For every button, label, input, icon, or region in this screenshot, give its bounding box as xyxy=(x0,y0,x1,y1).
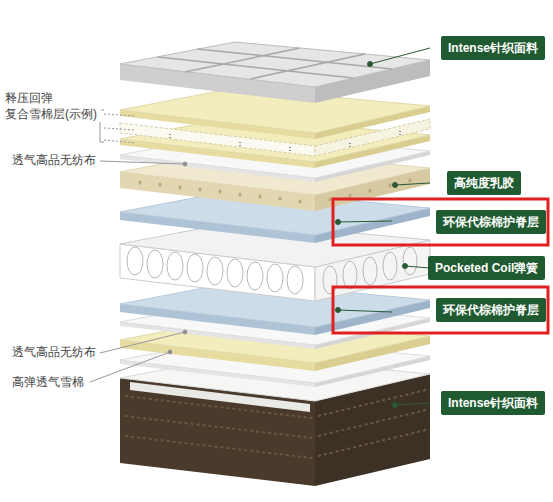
label-box: Pocketed Coil弹簧 xyxy=(428,256,545,280)
top-knit-layer-part xyxy=(158,48,392,79)
label-text: Intense针织面料 xyxy=(448,396,538,410)
top-knit-layer-part xyxy=(120,42,430,87)
leader-lines-part xyxy=(393,183,398,188)
label-box: 环保代棕棉护脊层 xyxy=(436,210,546,234)
spring-layer-part-part xyxy=(167,252,183,280)
leader-lines-part xyxy=(403,264,408,269)
spring-layer-part-part xyxy=(403,247,417,275)
layer-label: 释压回弹 复合雪棉层(示例) xyxy=(5,90,101,122)
spring-layer-part-part xyxy=(287,266,303,294)
leader-lines-part xyxy=(395,403,430,405)
spring-layer-part-part xyxy=(227,259,243,287)
leader-lines-part xyxy=(104,140,135,143)
label-box: 高纯度乳胶 xyxy=(447,171,521,195)
label-text: 环保代棕棉护脊层 xyxy=(443,215,539,229)
label-text: 环保代棕棉护脊层 xyxy=(443,303,539,317)
label-box: Intense针织面料 xyxy=(441,391,545,415)
highlight-frame xyxy=(333,199,548,245)
leader-lines-part xyxy=(336,220,341,225)
label-box: Intense针织面料 xyxy=(441,36,545,60)
leader-lines-part xyxy=(183,330,187,334)
leader-lines xyxy=(336,48,431,408)
leader-lines-part xyxy=(104,128,135,130)
leader-lines-part xyxy=(183,162,187,166)
spring-layer-part-part xyxy=(147,250,163,278)
leader-lines-part xyxy=(90,352,170,382)
label-box: 环保代棕棉护脊层 xyxy=(436,298,546,322)
highlight-frame xyxy=(333,287,548,333)
base-layer-part xyxy=(125,390,426,458)
layer-label: 透气高品无纺布 xyxy=(12,344,96,360)
leader-lines-part xyxy=(100,332,185,353)
spring-layer-part-part xyxy=(343,261,357,289)
label-text: Intense针织面料 xyxy=(448,41,538,55)
spring-layer-part-part xyxy=(187,254,203,282)
spring-layer-part-part xyxy=(127,247,143,275)
spring-layer-part-part xyxy=(323,266,337,294)
leader-lines-part xyxy=(368,62,373,67)
leader-lines-part xyxy=(393,403,398,408)
label-text: 高纯度乳胶 xyxy=(454,176,514,190)
spring-layer-part-part xyxy=(383,252,397,280)
spring-layer-part-part xyxy=(267,264,283,292)
layer-label: 透气高品无纺布 xyxy=(12,152,96,168)
spring-layer-part-part xyxy=(207,257,223,285)
base-layer-part xyxy=(130,382,310,412)
leader-lines xyxy=(90,110,187,382)
leader-lines-part xyxy=(336,308,341,313)
leader-lines-part xyxy=(338,221,392,222)
leader-lines-part xyxy=(405,266,430,268)
leader-lines-part xyxy=(168,350,172,354)
leader-lines-part xyxy=(338,310,392,312)
leader-lines-part xyxy=(395,183,430,185)
spring-layer-part-part xyxy=(247,262,263,290)
leader-lines-part xyxy=(370,48,430,64)
label-text: Pocketed Coil弹簧 xyxy=(435,261,538,275)
layer-label: 高弹透气雪棉 xyxy=(12,374,84,390)
leader-lines-part xyxy=(104,114,135,116)
leader-lines-part xyxy=(100,161,185,164)
top-knit-layer xyxy=(120,42,430,103)
spring-layer-part-part xyxy=(363,257,377,285)
